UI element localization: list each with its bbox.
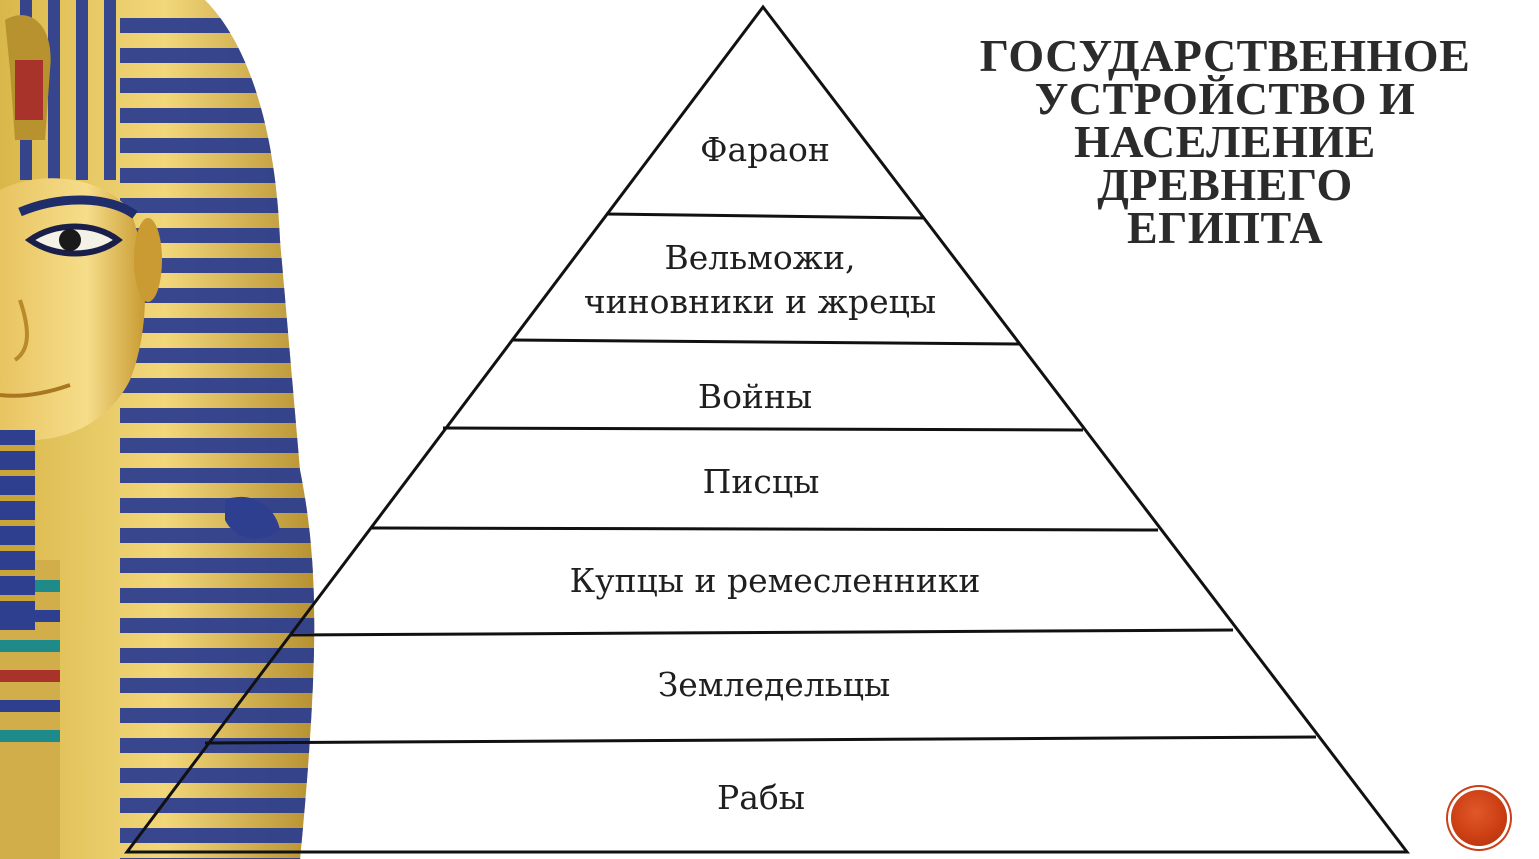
headdress-stripe <box>120 618 315 633</box>
tier-label-merchants: Купцы и ремесленники <box>540 559 1010 603</box>
headdress-stripe <box>120 288 315 303</box>
headdress-stripe <box>120 168 315 183</box>
headdress-stripe <box>120 468 315 483</box>
headdress-stripe <box>48 0 60 180</box>
headdress-stripe <box>120 378 315 393</box>
tier-divider <box>442 426 1084 432</box>
pharaoh-mask-image <box>0 0 315 859</box>
headdress-stripe <box>120 348 315 363</box>
headdress-stripe <box>104 0 116 180</box>
title-line: НАСЕЛЕНИЕ ДРЕВНЕГО <box>1074 116 1376 210</box>
headdress-stripe <box>120 678 315 693</box>
tier-label-farmers: Земледельцы <box>624 663 924 707</box>
headdress-stripe <box>120 708 315 723</box>
tier-text: Рабы <box>716 778 805 817</box>
headdress-stripe <box>120 588 315 603</box>
tier-text: Фараон <box>700 130 830 169</box>
tier-text: Вельможи, <box>664 238 856 277</box>
headdress-stripe <box>120 438 315 453</box>
tier-text: Войны <box>697 377 813 416</box>
tier-label-warriors: Войны <box>630 375 880 419</box>
tier-divider <box>369 526 1159 532</box>
tier-divider <box>204 735 1317 745</box>
headdress-stripe <box>120 558 315 573</box>
tier-divider <box>511 338 1021 346</box>
slide-title: ГОСУДАРСТВЕННОЕ УСТРОЙСТВО И НАСЕЛЕНИЕ Д… <box>945 30 1505 253</box>
title-line: ГОСУДАРСТВЕННОЕ <box>979 30 1471 81</box>
tier-text: Писцы <box>702 462 820 501</box>
headdress-stripe <box>76 0 88 180</box>
tier-label-pharaoh: Фараон <box>640 128 890 172</box>
headdress-stripe <box>120 828 315 843</box>
tier-label-nobles: Вельможи, чиновники и жрецы <box>560 236 960 324</box>
title-line: УСТРОЙСТВО И <box>1034 73 1416 124</box>
headdress-stripe <box>120 408 315 423</box>
headdress-stripe <box>120 138 315 153</box>
tier-text: чиновники и жрецы <box>583 282 937 321</box>
tier-divider <box>289 628 1234 637</box>
tier-label-slaves: Рабы <box>636 776 886 820</box>
next-slide-button[interactable] <box>1451 790 1507 846</box>
headdress-stripe <box>120 228 315 243</box>
tier-text: Купцы и ремесленники <box>569 561 981 600</box>
tier-text: Земледельцы <box>657 665 891 704</box>
title-line: ЕГИПТА <box>1126 202 1324 253</box>
tier-label-scribes: Писцы <box>636 460 886 504</box>
headdress-stripe <box>120 648 315 663</box>
headdress-stripe <box>120 258 315 273</box>
headdress-stripe <box>120 768 315 783</box>
headdress-stripe <box>120 198 315 213</box>
headdress-stripe <box>120 318 315 333</box>
headdress-stripe <box>120 798 315 813</box>
tier-divider <box>605 212 924 220</box>
